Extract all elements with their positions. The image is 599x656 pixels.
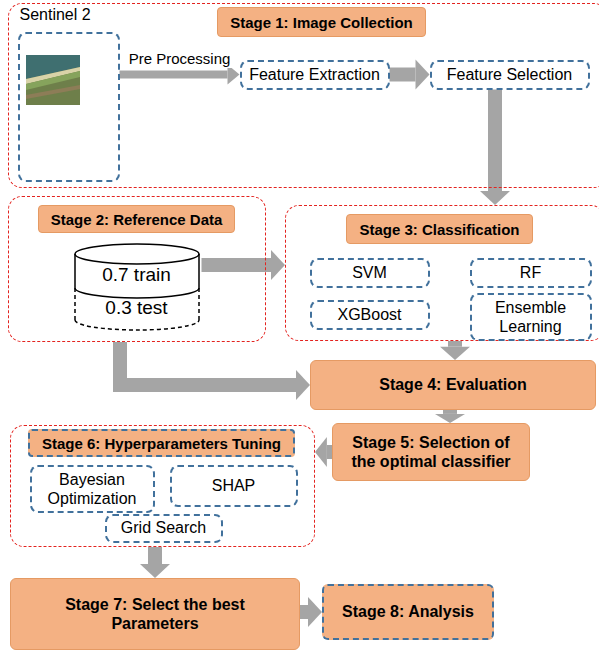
classifier-box: SVM (310, 258, 430, 288)
flow-arrow (140, 547, 170, 578)
arrow-shaft (120, 71, 228, 79)
image-land (26, 55, 80, 105)
classifier-box: Ensemble Learning (470, 293, 592, 341)
stage-group: Stage 1: Image CollectionSentinel 2Featu… (8, 3, 599, 188)
stage-group: Stage 6: Hyperparameters TuningBayesian … (10, 425, 315, 547)
cylinder-outline (72, 242, 202, 332)
stage-title: Stage 3: Classification (359, 221, 519, 238)
flow-arrow (390, 60, 430, 90)
arrow-head (480, 191, 510, 205)
stage-box: Stage 4: Evaluation (310, 360, 596, 410)
stage-header: Stage 2: Reference Data (38, 205, 236, 233)
arrow-head (228, 65, 240, 85)
arrow-shaft (202, 258, 272, 272)
image-field (26, 85, 80, 99)
image-box: Sentinel 2 (18, 32, 120, 182)
arrow-head (416, 60, 430, 90)
process-box: Feature Extraction (240, 60, 390, 90)
stage-title: Stage 2: Reference Data (51, 211, 223, 228)
database-cylinder: 0.7 train 0.3 test (72, 242, 202, 332)
method-box: Bayesian Optimization (30, 465, 155, 513)
arrow-head (271, 250, 285, 280)
method-box: Grid Search (105, 514, 223, 543)
box-label: Feature Selection (447, 65, 572, 84)
arrow-head (440, 347, 470, 360)
box-heading: Sentinel 2 (20, 6, 91, 24)
stage-header: Stage 3: Classification (346, 214, 532, 244)
box-label: Ensemble Learning (478, 298, 584, 336)
box-label: SHAP (212, 476, 256, 495)
flow-arrow (440, 341, 470, 360)
stage-title: Stage 6: Hyperparameters Tuning (42, 435, 281, 452)
stage-group: Stage 3: ClassificationSVM RF XGBoost Ensem… (285, 205, 599, 341)
edge-label: Pre Processing (127, 50, 233, 68)
stage-box: Stage 8: Analysis (322, 584, 494, 640)
stage-box: Stage 5: Selection of the optimal classi… (332, 423, 530, 481)
data-split: 0.3 test (72, 297, 202, 319)
flow-arrow (315, 437, 332, 467)
stage-title: Stage 1: Image Collection (230, 14, 413, 31)
flow-arrow (120, 342, 310, 400)
arrow-shaft (148, 547, 162, 564)
stage-box: Stage 7: Select the best Parameters (10, 578, 300, 650)
cylinder-top (75, 244, 199, 264)
arrow-shaft (120, 342, 296, 385)
box-label: XGBoost (337, 305, 401, 324)
arrow-head (435, 414, 465, 423)
box-label: Bayesian Optimization (38, 470, 147, 508)
flow-arrow (120, 65, 240, 85)
box-label: Grid Search (121, 518, 206, 537)
satellite-image (26, 55, 80, 105)
box-label: Stage 4: Evaluation (379, 375, 527, 394)
process-box: Feature Selection (430, 60, 590, 90)
arrow-head (140, 564, 170, 578)
stage-group: Stage 2: Reference Data 0.7 train 0.3 test (8, 196, 266, 342)
flow-arrow (300, 597, 322, 627)
data-split: 0.7 train (72, 264, 202, 286)
arrow-shaft (390, 68, 416, 82)
arrow-shaft (443, 410, 457, 414)
box-label: Stage 5: Selection of the optimal classi… (343, 433, 519, 471)
arrow-shaft (300, 605, 308, 619)
stage-header: Stage 6: Hyperparameters Tuning (28, 429, 295, 457)
box-label: RF (520, 263, 541, 282)
arrow-head (315, 437, 327, 467)
arrow-shaft (448, 341, 462, 347)
flow-arrow (202, 250, 286, 280)
box-label: Stage 8: Analysis (342, 602, 474, 621)
classifier-box: RF (470, 258, 592, 288)
arrow-shaft (488, 90, 502, 192)
method-box: SHAP (170, 465, 298, 507)
stage-header: Stage 1: Image Collection (217, 7, 426, 37)
box-label: Stage 7: Select the best Parameters (41, 595, 269, 633)
arrow-head (296, 370, 310, 400)
box-label: SVM (352, 263, 387, 282)
flow-arrow (435, 410, 465, 423)
arrow-head (308, 597, 322, 627)
classifier-box: XGBoost (310, 300, 430, 330)
box-label: Feature Extraction (249, 65, 380, 84)
